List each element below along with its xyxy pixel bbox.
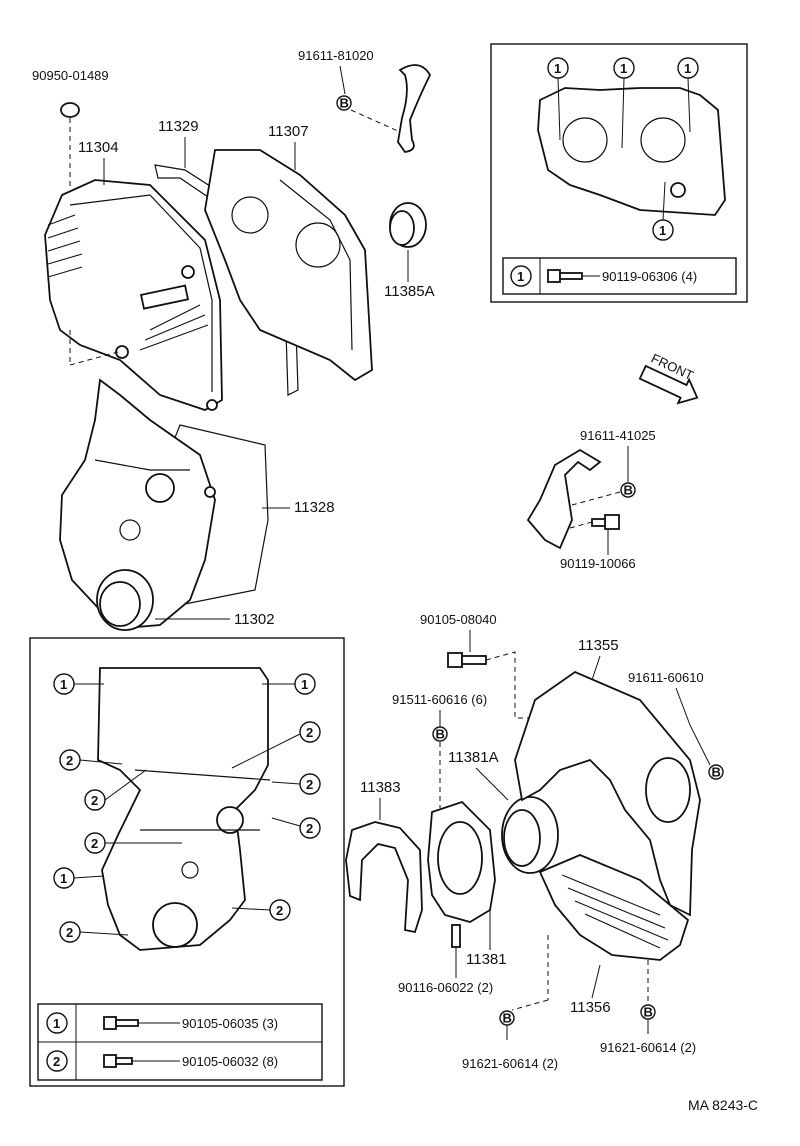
bolt-90119-10066: [591, 514, 620, 530]
svg-text:2: 2: [66, 925, 73, 940]
svg-text:2: 2: [91, 836, 98, 851]
reference-code: MA 8243-C: [688, 1097, 758, 1113]
svg-text:B: B: [503, 1011, 512, 1026]
svg-text:1: 1: [620, 61, 627, 76]
bracket-91611-41025: [526, 448, 602, 550]
label-clip-60610: 91611-60610: [628, 670, 704, 685]
callouts-bottom-left: 1 1 2 2 2 2 2 2 1 2 2: [53, 673, 321, 943]
legend-bottom-left-part-1: 90105-06035 (3): [182, 1016, 278, 1031]
bolt-marker-b-bracket: B: [620, 482, 636, 498]
svg-text:1: 1: [53, 1016, 60, 1031]
cap-plug: [60, 102, 119, 366]
svg-text:2: 2: [306, 725, 313, 740]
label-seal-11381a: 11381A: [448, 749, 499, 766]
svg-text:1: 1: [554, 61, 561, 76]
label-bolt-10066: 90119-10066: [560, 556, 636, 571]
svg-text:2: 2: [306, 821, 313, 836]
label-bolt-60614-right: 91621-60614 (2): [600, 1040, 696, 1055]
svg-text:1: 1: [517, 269, 524, 284]
label-seal-11385a: 11385A: [384, 283, 435, 300]
bolt-marker-b-60610: B: [708, 764, 724, 780]
label-cap-plug: 90950-01489: [32, 68, 109, 83]
label-cover-no2: 11304: [78, 139, 119, 156]
detail-box-bottom-left: 1 1 2 2 2 2 2 2 1 2 2 1: [29, 637, 345, 1087]
label-plate-11355: 11355: [578, 637, 619, 654]
legend-top-right-part: 90119-06306 (4): [602, 269, 697, 284]
retainer-11383: [345, 821, 423, 934]
svg-text:2: 2: [276, 903, 283, 918]
svg-text:B: B: [712, 765, 721, 780]
label-bolt-60616: 91511-60616 (6): [392, 692, 487, 707]
retainer-11381: [427, 800, 496, 923]
label-bolt-60614-left: 91621-60614 (2): [462, 1056, 558, 1071]
svg-text:1: 1: [60, 871, 67, 886]
svg-text:2: 2: [306, 777, 313, 792]
svg-text:1: 1: [659, 223, 666, 238]
svg-text:B: B: [644, 1005, 653, 1020]
label-bracket-41025: 91611-41025: [580, 428, 656, 443]
clip-91611-81020: [397, 64, 432, 153]
callout-1-a: 1: [547, 57, 569, 141]
plate-11307: [204, 149, 373, 382]
svg-text:2: 2: [66, 753, 73, 768]
callout-1-b: 1: [613, 57, 635, 149]
legend-bottom-left-part-2: 90105-06032 (8): [182, 1054, 278, 1069]
timing-cover-no1: [59, 378, 216, 631]
bolt-marker-b-60614-right: B: [640, 1004, 656, 1020]
label-cover-no1: 11302: [234, 611, 275, 628]
timing-cover-no2: [44, 179, 223, 411]
svg-text:1: 1: [684, 61, 691, 76]
svg-text:B: B: [340, 96, 349, 111]
svg-text:B: B: [436, 727, 445, 742]
stud-90116-06022: [451, 924, 461, 948]
bolt-marker-b-60616: B: [432, 726, 448, 742]
bolt-marker-b-60614-left: B: [499, 1010, 515, 1026]
label-clip-81020: 91611-81020: [298, 48, 374, 63]
callout-1-d: 1: [652, 181, 674, 241]
label-bolt-08040: 90105-08040: [420, 612, 497, 627]
legend-top-right: 1 90119-06306 (4): [502, 257, 737, 295]
svg-text:1: 1: [301, 677, 308, 692]
legend-bottom-left: 1 90105-06035 (3) 2 90105-06032 (8): [37, 1003, 323, 1081]
label-retainer-11381: 11381: [466, 951, 507, 968]
svg-text:B: B: [624, 483, 633, 498]
label-plate-11307: 11307: [268, 123, 309, 140]
bolt-marker-b-top: B: [336, 95, 352, 111]
bolt-icon: [547, 269, 583, 283]
callout-1-c: 1: [677, 57, 699, 133]
detail-box-top-right: 1 1 1 1 1 90119-06306: [490, 43, 748, 303]
label-plate-11356: 11356: [570, 999, 611, 1016]
plate-11356: [538, 854, 690, 961]
label-gasket-11329: 11329: [158, 118, 199, 135]
oil-seal-11381a: [501, 796, 559, 874]
svg-text:2: 2: [91, 793, 98, 808]
oil-seal-11385a: [389, 202, 427, 248]
svg-text:2: 2: [53, 1054, 60, 1069]
bolt-90105-08040: [447, 652, 487, 668]
label-gasket-11328: 11328: [294, 499, 335, 516]
label-retainer-11383: 11383: [360, 779, 401, 796]
label-stud-06022: 90116-06022 (2): [398, 980, 493, 995]
front-arrow: FRONT: [638, 351, 699, 405]
svg-text:1: 1: [60, 677, 67, 692]
end-plate-11355: [514, 670, 701, 917]
